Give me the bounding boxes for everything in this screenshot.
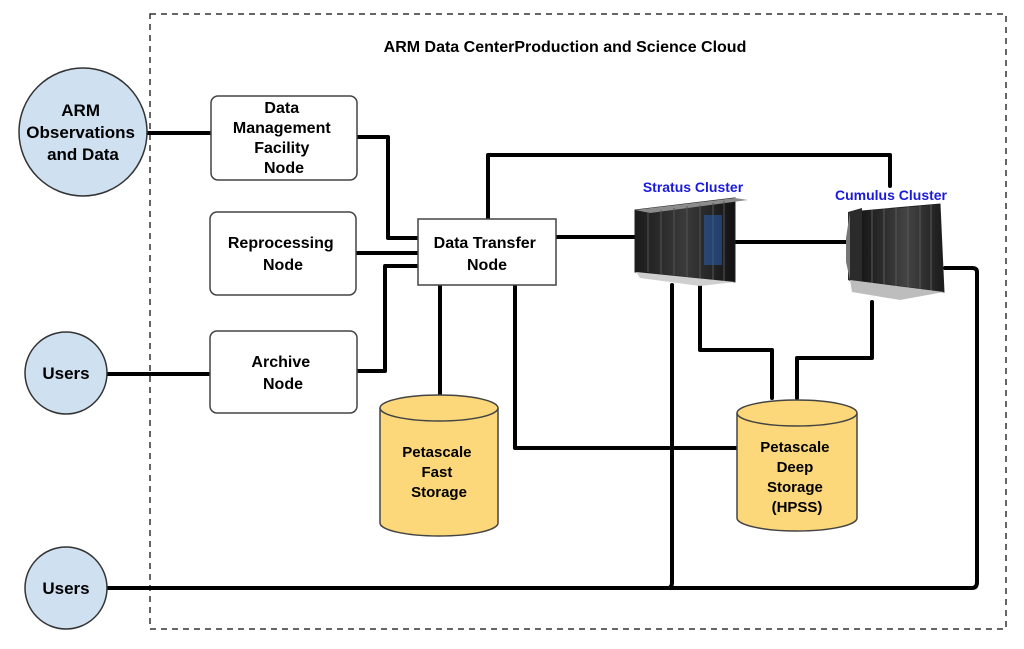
stratus-cluster: Stratus Cluster [634,179,748,286]
dtn-label-line2: Node [467,257,507,274]
connector-dtn-to-cumulus-top [486,153,892,220]
arm-observations-circle: ARM Observations and Data [18,67,148,197]
arm-label-line1: ARM [61,101,100,120]
connector-users-bottom-to-cumulus [666,266,979,590]
fast-storage-label-line2: Fast [421,464,452,481]
petascale-deep-storage: Petascale Deep Storage (HPSS) [736,399,858,532]
svg-text:Data Management Fa: Data Management Facility Node [233,100,335,177]
stratus-cluster-label: Stratus Cluster [643,179,744,195]
users-circle-bottom: Users [24,546,108,630]
archive-label-line1: Archive [251,354,310,371]
cumulus-cluster-label: Cumulus Cluster [835,187,948,203]
petascale-fast-storage: Petascale Fast Storage [379,394,499,537]
dmf-label-line4: Node [264,160,304,177]
arm-label-line3: and Data [47,145,119,164]
connector-stratus-to-deep-storage [698,283,774,400]
svg-text:ARM Observations a: ARM Observations and Data [26,101,139,164]
users-top-label: Users [42,364,89,383]
data-transfer-node: Data Transfer Node [417,218,557,286]
dmf-node: Data Management Facility Node [210,95,358,181]
svg-text:Archive Node: Archive Node [251,354,314,393]
svg-text:Petascale Fast Sto: Petascale Fast Storage [402,444,475,501]
svg-text:Reprocessing Node: Reprocessing Node [228,235,338,274]
dmf-label-line3: Facility [254,140,309,157]
connector-dmf-to-dtn [355,135,420,240]
connector-cumulus-to-deep-storage [795,300,874,400]
reprocessing-label-line2: Node [263,257,303,274]
dmf-label-line2: Management [233,120,331,137]
deep-storage-label-line2: Deep [777,459,814,476]
archive-node: Archive Node [209,330,358,414]
svg-text:Data Transfer Node: Data Transfer Node [434,235,541,274]
connector-dtn-to-deep-storage [513,283,740,450]
users-circle-top: Users [24,331,108,415]
archive-label-line2: Node [263,376,303,393]
cumulus-cluster: Cumulus Cluster [835,187,948,300]
connector-lines [105,131,979,590]
svg-text:Petascale Deep Sto: Petascale Deep Storage (HPSS) [760,439,833,516]
connector-archive-to-dtn [355,264,420,373]
data-center-boundary [149,13,1007,630]
dmf-label-line1: Data [264,100,299,117]
dtn-label-line1: Data Transfer [434,235,536,252]
stratus-cluster-image [634,197,748,286]
reprocessing-label-line1: Reprocessing [228,235,334,252]
deep-storage-label-line3: Storage [767,479,823,496]
reprocessing-node: Reprocessing Node [209,211,357,296]
fast-storage-label-line1: Petascale [402,444,471,461]
deep-storage-label-line4: (HPSS) [772,499,823,516]
users-bottom-label: Users [42,579,89,598]
arm-label-line2: Observations [26,123,135,142]
fast-storage-label-line3: Storage [411,484,467,501]
cumulus-cluster-image [846,203,945,300]
deep-storage-label-line1: Petascale [760,439,829,456]
diagram-title: ARM Data CenterProduction and Science Cl… [384,39,747,56]
